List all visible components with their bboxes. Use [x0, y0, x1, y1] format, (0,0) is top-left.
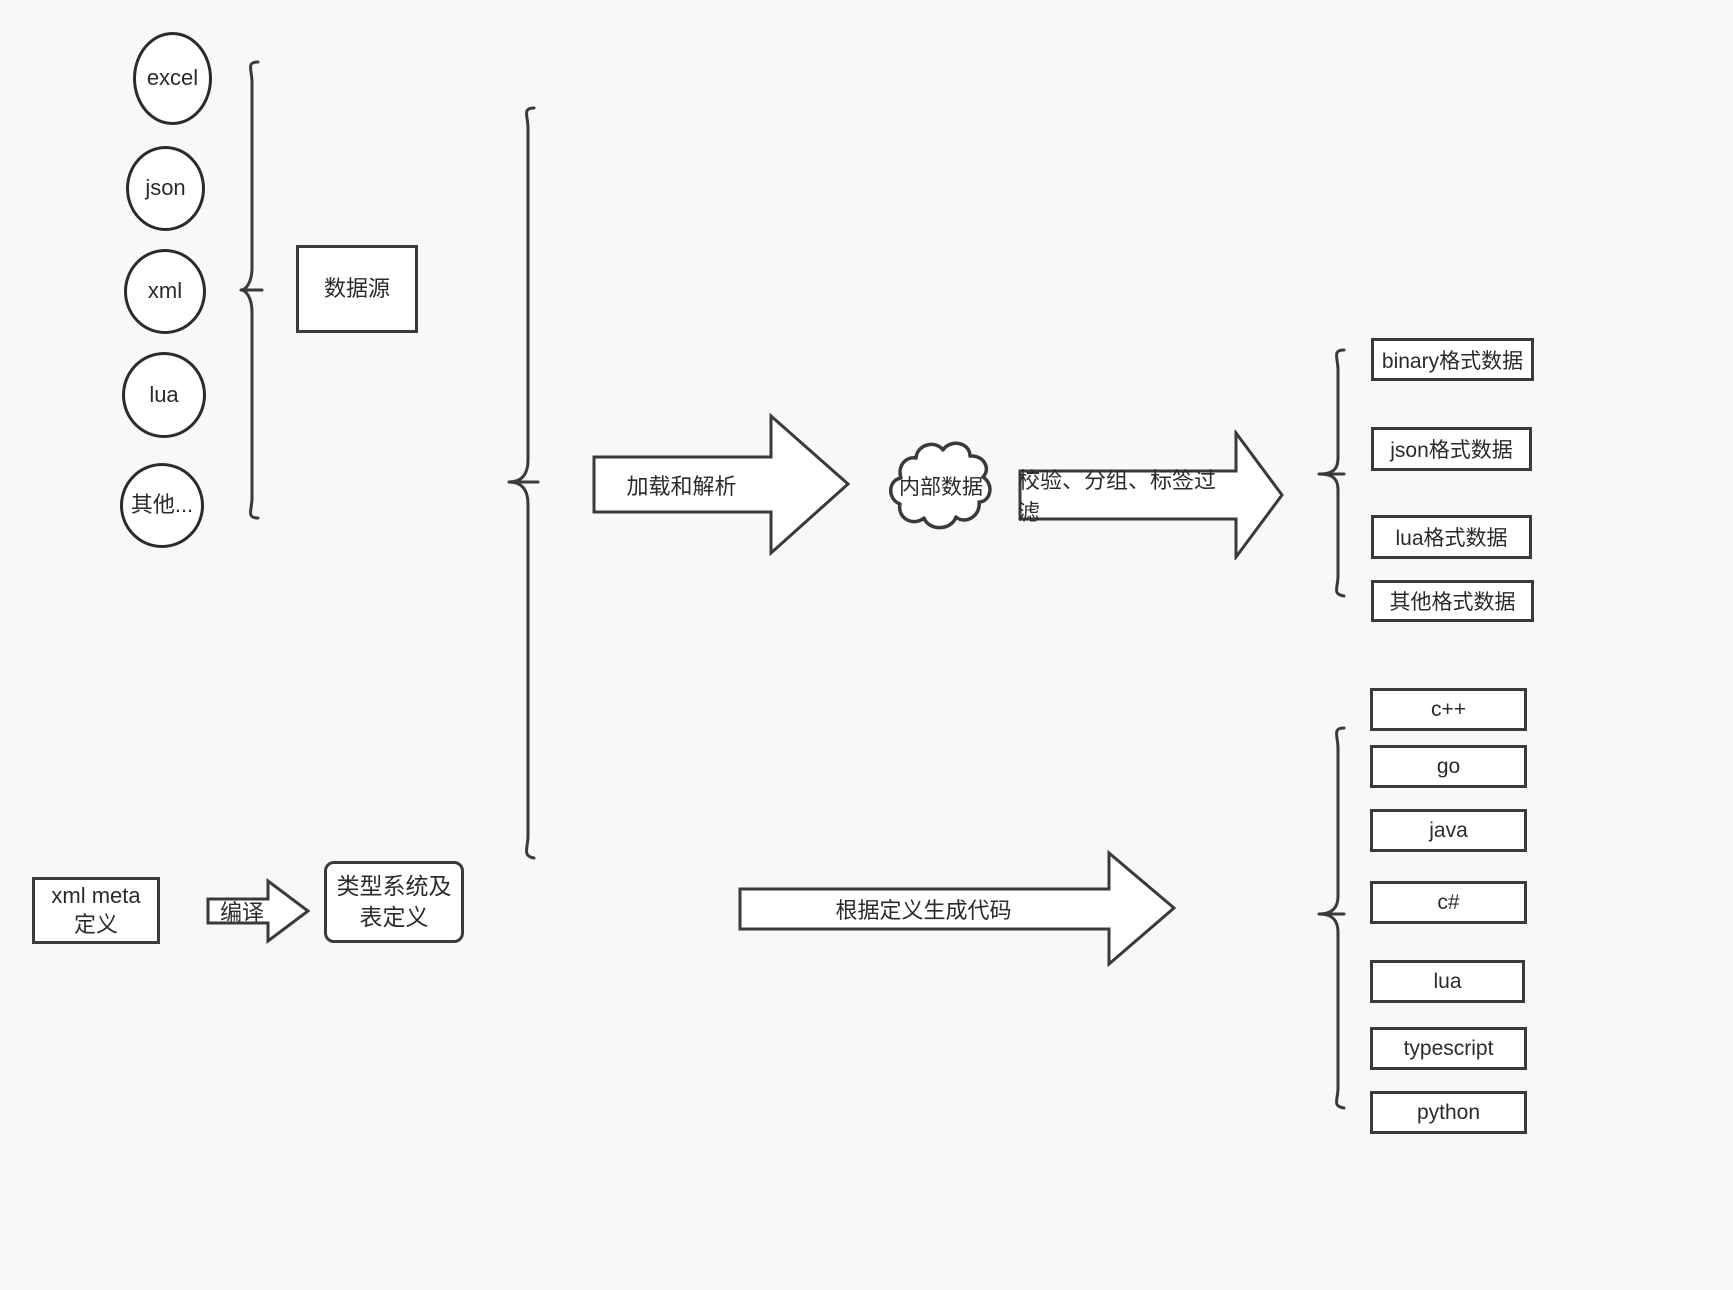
- data-output-box-other[interactable]: 其他格式数据: [1371, 580, 1534, 622]
- xml-meta-box[interactable]: xml meta定义: [32, 877, 160, 944]
- source-node-json[interactable]: json: [126, 146, 205, 231]
- source-node-other[interactable]: 其他...: [120, 463, 204, 548]
- code-output-box-python[interactable]: python: [1370, 1091, 1527, 1134]
- data-output-label: lua格式数据: [1395, 527, 1508, 550]
- code-output-label: c++: [1430, 697, 1467, 721]
- code-output-box-cpp[interactable]: c++: [1370, 688, 1527, 731]
- code-output-box-java[interactable]: java: [1370, 809, 1527, 852]
- code-output-brace: [1317, 726, 1354, 1110]
- load-parse-arrow[interactable]: 加载和解析: [592, 413, 850, 556]
- code-output-label: python: [1416, 1100, 1481, 1124]
- source-node-label: xml: [147, 278, 183, 304]
- data-output-box-lua[interactable]: lua格式数据: [1371, 515, 1532, 559]
- codegen-arrow[interactable]: 根据定义生成代码: [738, 850, 1176, 967]
- filter-arrow[interactable]: 校验、分组、标签过滤: [1018, 430, 1284, 560]
- data-output-box-binary[interactable]: binary格式数据: [1371, 338, 1534, 381]
- source-group-brace: [239, 60, 276, 520]
- compile-arrow[interactable]: 编译: [206, 878, 310, 944]
- data-source-label: 数据源: [323, 275, 390, 301]
- data-source-box[interactable]: 数据源: [296, 245, 418, 333]
- code-output-label: java: [1429, 818, 1468, 842]
- code-output-label: go: [1436, 754, 1461, 778]
- source-node-label: 其他...: [130, 492, 194, 518]
- data-output-label: json格式数据: [1390, 439, 1513, 462]
- source-node-excel[interactable]: excel: [133, 32, 212, 125]
- source-node-label: json: [145, 175, 186, 201]
- pipeline-input-brace: [507, 106, 544, 860]
- code-output-box-typescript[interactable]: typescript: [1370, 1027, 1527, 1070]
- source-node-label: excel: [146, 65, 199, 91]
- source-node-xml[interactable]: xml: [124, 249, 206, 334]
- type-system-label: 类型系统及表定义: [336, 872, 452, 930]
- data-output-box-json[interactable]: json格式数据: [1371, 427, 1532, 471]
- data-output-label: 其他格式数据: [1389, 591, 1516, 614]
- code-output-label: typescript: [1403, 1036, 1494, 1060]
- code-output-label: lua: [1433, 969, 1462, 993]
- data-output-label: binary格式数据: [1381, 349, 1524, 373]
- xml-meta-label: xml meta定义: [51, 882, 141, 937]
- internal-data-label: 内部数据: [899, 476, 983, 499]
- code-output-box-go[interactable]: go: [1370, 745, 1527, 788]
- type-system-box[interactable]: 类型系统及表定义: [324, 861, 464, 943]
- data-output-brace: [1317, 348, 1354, 598]
- code-output-label: c#: [1437, 890, 1460, 914]
- source-node-label: lua: [149, 381, 179, 407]
- code-output-box-csharp[interactable]: c#: [1370, 881, 1527, 924]
- source-node-lua[interactable]: lua: [122, 352, 206, 438]
- code-output-box-lua[interactable]: lua: [1370, 960, 1525, 1003]
- internal-data-label-wrap: 内部数据: [884, 436, 998, 536]
- internal-data-cloud[interactable]: 内部数据: [884, 436, 998, 536]
